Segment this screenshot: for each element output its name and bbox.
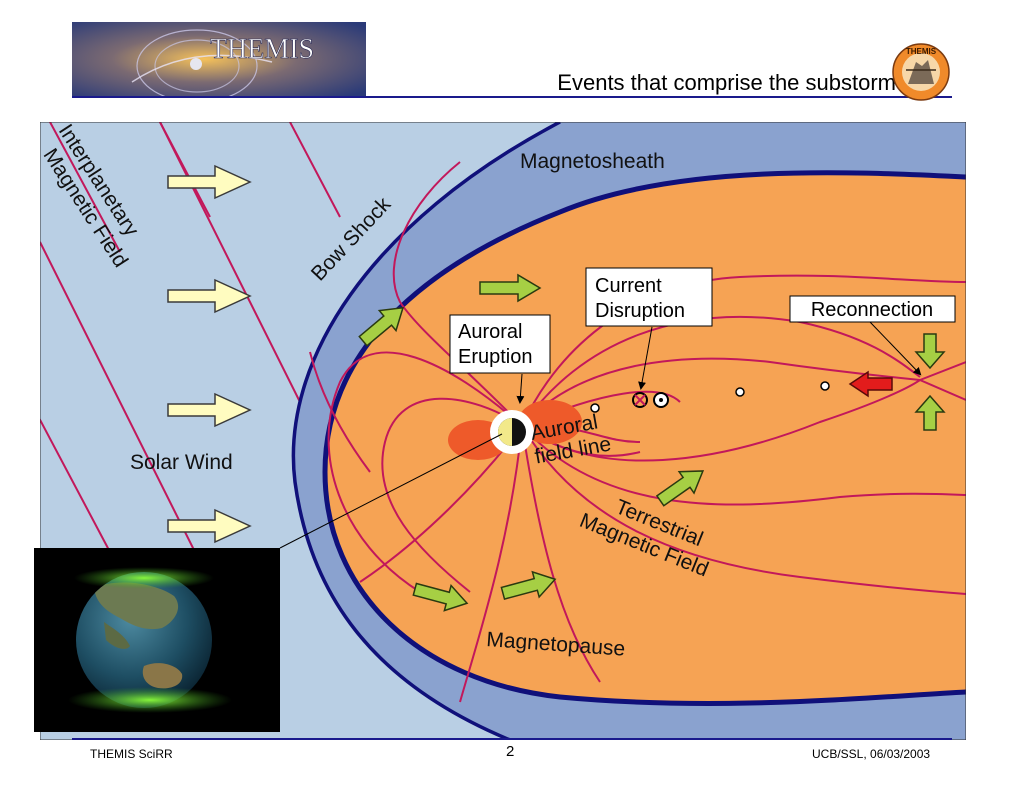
banner-title: THEMIS xyxy=(210,34,314,65)
aurora-north xyxy=(74,567,214,589)
solar-wind-arrow-4 xyxy=(167,508,252,544)
slide-title: Events that comprise the substorm xyxy=(557,70,896,95)
title-divider xyxy=(72,96,952,98)
dot-marker-2 xyxy=(735,387,745,397)
auroral-eruption-box xyxy=(449,314,551,374)
asia-landmass xyxy=(94,582,179,630)
logo-text: THEMIS xyxy=(906,47,937,56)
red-flow-arrow xyxy=(848,370,893,398)
reconnection-box xyxy=(789,295,956,323)
themis-logo: THEMIS xyxy=(892,43,950,101)
footer-left: THEMIS SciRR xyxy=(90,747,173,761)
auroral-eruption-label: Auroral Eruption xyxy=(458,321,533,368)
reconnection-pointer xyxy=(869,321,922,376)
auroral-eruption-pointer xyxy=(516,373,525,404)
auroral-eruption-line2: Eruption xyxy=(458,346,533,368)
substorm-diagram: Current Disruption Reconnection Auroral … xyxy=(40,122,966,740)
solar-wind-arrow-3 xyxy=(167,392,252,428)
flow-arrow-up xyxy=(914,394,946,431)
page-number: 2 xyxy=(506,743,515,760)
earth-aurora-inset xyxy=(34,548,280,732)
reconnection-label: Reconnection xyxy=(811,299,933,321)
auroral-lobe-right xyxy=(518,400,582,444)
current-disruption-label: Current Disruption xyxy=(595,275,685,322)
footer-divider xyxy=(72,738,952,740)
footer-right: UCB/SSL, 06/03/2003 xyxy=(812,747,931,761)
flow-arrows xyxy=(358,273,946,612)
field-lines xyxy=(309,161,966,703)
flow-arrow-down xyxy=(914,333,946,370)
solar-wind-arrows xyxy=(167,164,252,544)
aurora-south xyxy=(68,687,232,713)
solar-wind-label: Solar Wind xyxy=(130,451,233,474)
australia-landmass xyxy=(142,663,183,689)
dot-marker-1 xyxy=(590,403,600,413)
flow-arrow-1 xyxy=(479,273,542,303)
flow-arrow-2 xyxy=(358,306,405,347)
current-disruption-line1: Current xyxy=(595,275,662,297)
current-disruption-pointer xyxy=(638,326,653,390)
magnetosheath-label: Magnetosheath xyxy=(520,150,665,173)
current-disruption-line2: Disruption xyxy=(595,300,685,322)
current-disruption-box xyxy=(585,267,713,327)
solar-wind-arrow-2 xyxy=(167,278,252,314)
auroral-eruption-line1: Auroral xyxy=(458,321,522,343)
solar-wind-arrow-1 xyxy=(167,164,252,200)
dot-marker-3 xyxy=(820,381,830,391)
themis-banner: THEMIS xyxy=(72,22,366,96)
flow-arrow-5 xyxy=(500,570,557,600)
flow-arrow-4 xyxy=(412,582,469,612)
flow-arrow-3 xyxy=(655,470,705,507)
